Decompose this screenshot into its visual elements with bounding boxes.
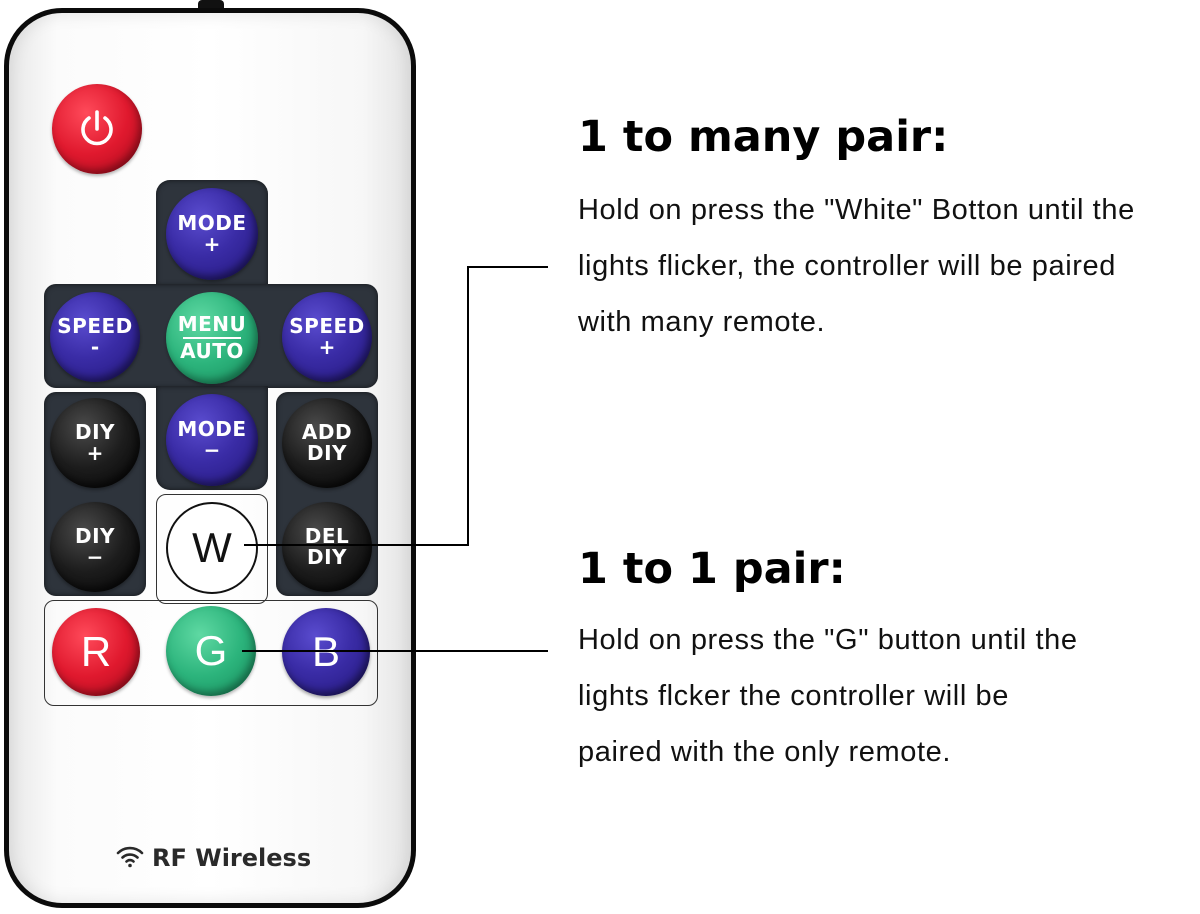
diy-plus-label: DIY [74,420,116,444]
green-button[interactable]: G [166,606,256,696]
white-button-label: W [192,523,232,571]
menu-label: MENU [177,312,247,336]
diy-plus-sign: + [86,441,104,465]
speed-plus-label: SPEED [289,314,365,338]
add-diy-line1: ADD [301,420,353,444]
rgb-button-outline [44,600,378,706]
mode-plus-sign: + [203,232,221,256]
del-diy-line2: DIY [306,545,348,569]
blue-button[interactable]: B [282,608,370,696]
speed-minus-label: SPEED [57,314,133,338]
speed-plus-sign: + [318,335,336,359]
one-to-many-line-3: with many remote. [578,306,826,338]
del-diy-line1: DEL [304,524,350,548]
mode-plus-button[interactable]: MODE + [166,188,258,280]
remote-top-nub [198,0,224,8]
red-button-label: R [80,627,112,675]
one-to-one-line-3: paired with the only remote. [578,736,952,768]
add-diy-line2: DIY [306,441,348,465]
diy-minus-button[interactable]: DIY − [50,502,140,592]
blue-button-label: B [311,627,340,675]
diy-minus-label: DIY [74,524,116,548]
power-icon [81,110,113,146]
auto-label: AUTO [180,339,244,363]
add-diy-button[interactable]: ADD DIY [282,398,372,488]
mode-minus-label: MODE [177,417,247,441]
diy-minus-sign: − [86,545,104,569]
one-to-many-line-1: Hold on press the "White" Botton until t… [578,194,1135,226]
one-to-one-line-1: Hold on press the "G" button until the [578,624,1078,656]
menu-divider [183,337,241,339]
green-button-label: G [194,626,228,674]
one-to-one-line-2: lights flcker the controller will be [578,680,1009,712]
diy-plus-button[interactable]: DIY + [50,398,140,488]
wifi-icon [116,846,144,868]
power-button[interactable] [52,84,142,174]
rf-wireless-label: RF Wireless [152,844,312,872]
menu-auto-button[interactable]: MENU AUTO [166,292,258,384]
white-button-outline [156,494,268,604]
mode-minus-button[interactable]: MODE − [166,394,258,486]
one-to-one-heading: 1 to 1 pair: [578,544,846,594]
speed-minus-sign: - [90,335,100,359]
white-button[interactable]: W [166,502,258,594]
speed-minus-button[interactable]: SPEED - [50,292,140,382]
speed-plus-button[interactable]: SPEED + [282,292,372,382]
one-to-many-line-2: lights flicker, the controller will be p… [578,250,1116,282]
red-button[interactable]: R [52,608,140,696]
mode-plus-label: MODE [177,211,247,235]
one-to-many-heading: 1 to many pair: [578,112,949,162]
del-diy-button[interactable]: DEL DIY [282,502,372,592]
mode-minus-sign: − [203,438,221,462]
